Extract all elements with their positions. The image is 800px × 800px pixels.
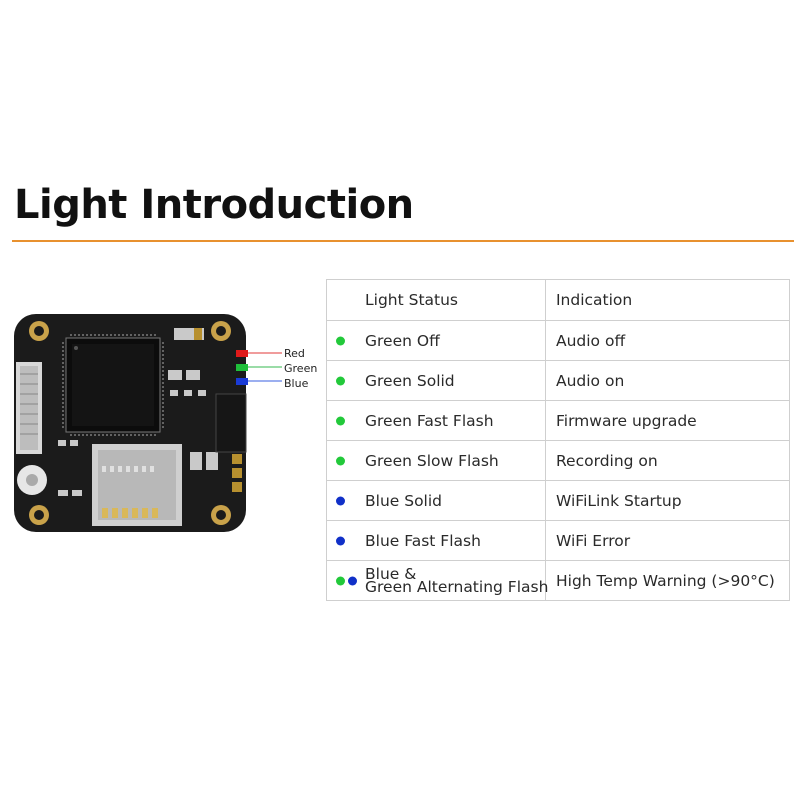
green-dot-icon bbox=[336, 336, 345, 345]
table-header-row: Light Status Indication bbox=[326, 279, 791, 321]
status-cell: Green Slow Flash bbox=[365, 451, 499, 470]
status-line-1: Blue & bbox=[365, 564, 417, 583]
light-status-table: Light Status Indication Green Off Audio … bbox=[326, 279, 791, 601]
circuit-board-image bbox=[10, 312, 330, 537]
blue-dot-icon bbox=[336, 536, 345, 545]
status-cell: Green Off bbox=[365, 331, 440, 350]
indication-cell: Audio off bbox=[544, 320, 791, 361]
table-row: Blue Solid WiFiLink Startup bbox=[326, 480, 791, 521]
blue-dot-icon bbox=[336, 496, 345, 505]
indication-cell: Recording on bbox=[544, 440, 791, 481]
table-row: Blue &Green Alternating Flash High Temp … bbox=[326, 560, 791, 601]
status-line-2: Green Alternating Flash bbox=[365, 577, 549, 596]
table-row: Green Fast Flash Firmware upgrade bbox=[326, 400, 791, 441]
status-cell: Blue &Green Alternating Flash bbox=[365, 564, 549, 596]
blue-dot-icon bbox=[348, 576, 357, 585]
circuit-board-illustration bbox=[14, 314, 282, 532]
indication-cell: Audio on bbox=[544, 360, 791, 401]
table-row: Blue Fast Flash WiFi Error bbox=[326, 520, 791, 561]
column-header-light-status: Light Status bbox=[365, 291, 458, 309]
green-dot-icon bbox=[336, 416, 345, 425]
led-label-green: Green bbox=[284, 362, 318, 375]
green-dot-icon bbox=[336, 456, 345, 465]
indication-cell: WiFiLink Startup bbox=[544, 480, 791, 521]
green-dot-icon bbox=[336, 576, 345, 585]
status-cell: Blue Solid bbox=[365, 491, 443, 510]
column-header-indication: Indication bbox=[544, 279, 791, 321]
led-labels: Red Green Blue bbox=[284, 346, 317, 391]
page-title: Light Introduction bbox=[14, 182, 414, 228]
status-cell: Green Solid bbox=[365, 371, 455, 390]
led-label-red: Red bbox=[284, 347, 305, 360]
led-label-blue: Blue bbox=[284, 377, 309, 390]
green-dot-icon bbox=[336, 376, 345, 385]
status-cell: Green Fast Flash bbox=[365, 411, 494, 430]
status-cell: Blue Fast Flash bbox=[365, 531, 481, 550]
indication-cell: WiFi Error bbox=[544, 520, 791, 561]
table-row: Green Solid Audio on bbox=[326, 360, 791, 401]
indication-cell: Firmware upgrade bbox=[544, 400, 791, 441]
title-divider bbox=[12, 240, 794, 242]
indication-cell: High Temp Warning (>90°C) bbox=[544, 560, 791, 601]
table-row: Green Off Audio off bbox=[326, 320, 791, 361]
table-row: Green Slow Flash Recording on bbox=[326, 440, 791, 481]
